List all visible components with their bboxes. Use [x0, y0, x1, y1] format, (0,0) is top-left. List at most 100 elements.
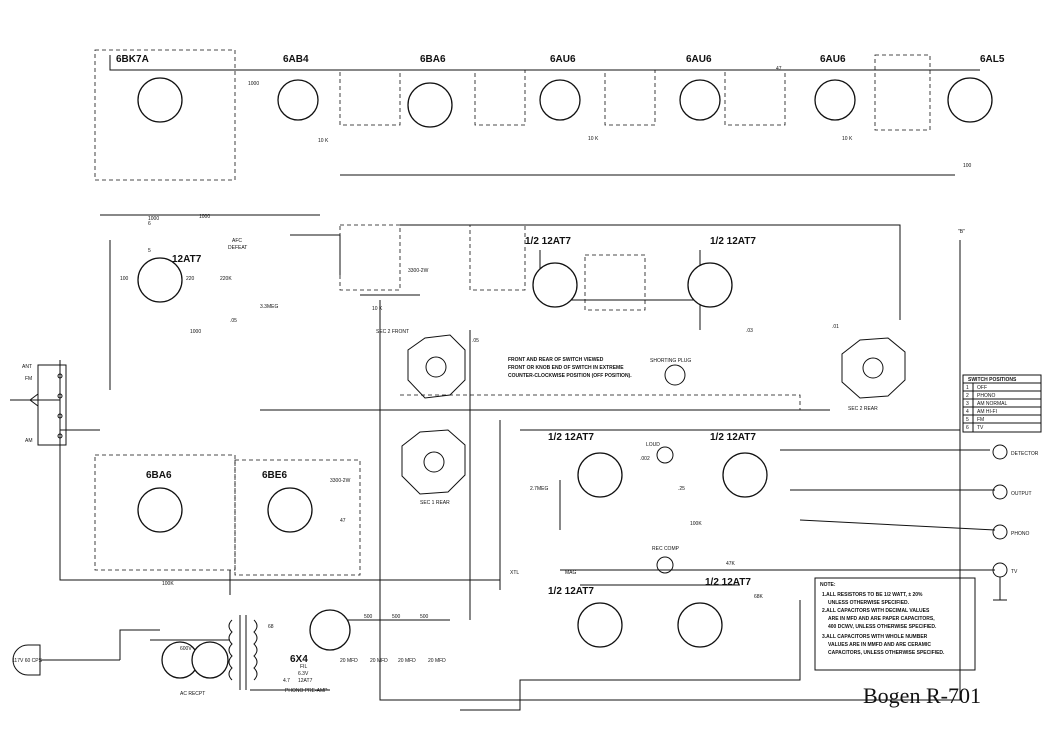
svg-text:CAPACITORS, UNLESS OTHERWISE S: CAPACITORS, UNLESS OTHERWISE SPECIFIED.	[828, 650, 945, 656]
svg-text:SEC 2 FRONT: SEC 2 FRONT	[376, 329, 409, 335]
antenna-terminal	[29, 364, 67, 446]
svg-text:5: 5	[148, 248, 151, 254]
misc-labels: ANT FM AM AFC DEFEAT "B" SEC 2 FRONT SEC…	[12, 229, 965, 697]
tube-12at7-b	[687, 262, 733, 308]
svg-text:COUNTER-CLOCKWISE POSITION (OF: COUNTER-CLOCKWISE POSITION (OFF POSITION…	[508, 373, 632, 379]
label-6be6: 6BE6	[262, 470, 287, 481]
tube-rectifier-b	[191, 641, 229, 679]
label-6ab4: 6AB4	[283, 54, 309, 65]
svg-text:20 MFD: 20 MFD	[398, 658, 416, 664]
tube-6au6-1	[539, 79, 581, 121]
svg-text:4: 4	[966, 409, 969, 415]
svg-text:2: 2	[966, 393, 969, 399]
svg-text:100: 100	[120, 276, 129, 282]
svg-text:1: 1	[966, 385, 969, 391]
tube-12at7-c	[577, 452, 623, 498]
svg-text:.03: .03	[746, 328, 753, 334]
tube-6au6-2	[679, 79, 721, 121]
svg-text:FIL: FIL	[300, 664, 307, 670]
svg-text:400 DCWV, UNLESS OTHERWISE SPE: 400 DCWV, UNLESS OTHERWISE SPECIFIED.	[828, 624, 937, 630]
svg-text:3300-2W: 3300-2W	[330, 478, 351, 484]
svg-text:20 MFD: 20 MFD	[340, 658, 358, 664]
svg-text:20 MFD: 20 MFD	[370, 658, 388, 664]
svg-text:47: 47	[776, 66, 782, 72]
svg-text:.01: .01	[832, 324, 839, 330]
tube-12at7-e	[577, 602, 623, 648]
label-6au6-3: 6AU6	[820, 54, 846, 65]
svg-text:FM: FM	[977, 417, 984, 423]
svg-text:220K: 220K	[220, 276, 232, 282]
tube-6ba6-if	[407, 82, 453, 128]
svg-text:1000: 1000	[190, 329, 201, 335]
svg-text:XTL: XTL	[510, 570, 519, 576]
svg-text:500: 500	[364, 614, 373, 620]
tube-12at7-osc	[137, 257, 183, 303]
label-half-12at7-e: 1/2 12AT7	[548, 586, 594, 597]
svg-text:OFF: OFF	[977, 385, 987, 391]
tube-6x4	[309, 609, 351, 651]
switch-sec2-front	[407, 334, 466, 399]
svg-text:MAG: MAG	[565, 570, 577, 576]
svg-text:UNLESS OTHERWISE SPECIFIED.: UNLESS OTHERWISE SPECIFIED.	[828, 600, 910, 606]
tube-6au6-3	[814, 79, 856, 121]
tube-6ab4	[277, 79, 319, 121]
svg-text:10 K: 10 K	[842, 136, 853, 142]
jack-output	[992, 484, 1008, 500]
label-output: OUTPUT	[1011, 491, 1032, 497]
svg-text:2.ALL CAPACITORS WITH DECIMAL: 2.ALL CAPACITORS WITH DECIMAL VALUES	[822, 608, 930, 614]
svg-text:1000: 1000	[248, 81, 259, 87]
label-tv: TV	[1011, 569, 1018, 575]
svg-text:68K: 68K	[754, 594, 764, 600]
svg-text:68: 68	[268, 624, 274, 630]
svg-text:SHORTING PLUG: SHORTING PLUG	[650, 358, 691, 364]
label-6al5: 6AL5	[980, 54, 1005, 65]
label-6ba6-if: 6BA6	[420, 54, 446, 65]
svg-text:PHONO PRE-AMP: PHONO PRE-AMP	[285, 688, 328, 694]
svg-text:117V 60 CPS: 117V 60 CPS	[12, 658, 43, 664]
svg-text:100K: 100K	[690, 521, 702, 527]
svg-text:500: 500	[392, 614, 401, 620]
tube-12at7-d	[722, 452, 768, 498]
svg-text:LOUD: LOUD	[646, 442, 660, 448]
svg-text:20 MFD: 20 MFD	[428, 658, 446, 664]
svg-text:47: 47	[340, 518, 346, 524]
svg-text:1.ALL RESISTORS TO BE 1/2 WATT: 1.ALL RESISTORS TO BE 1/2 WATT, ± 20%	[822, 592, 923, 598]
label-6au6-1: 6AU6	[550, 54, 576, 65]
svg-text:5: 5	[966, 417, 969, 423]
svg-text:ANT: ANT	[22, 364, 32, 370]
label-half-12at7-b: 1/2 12AT7	[710, 236, 756, 247]
tubes	[137, 77, 993, 679]
svg-text:220: 220	[186, 276, 195, 282]
svg-text:"B": "B"	[958, 229, 965, 235]
svg-text:10 K: 10 K	[372, 306, 383, 312]
svg-text:ARE IN MFD AND ARE PAPER CAPAC: ARE IN MFD AND ARE PAPER CAPACITORS,	[828, 616, 935, 622]
label-half-12at7-f: 1/2 12AT7	[705, 577, 751, 588]
svg-text:FRONT AND REAR OF SWITCH VIEWE: FRONT AND REAR OF SWITCH VIEWED	[508, 357, 604, 363]
shorting-plug-socket	[664, 364, 686, 386]
power-transformer	[228, 615, 258, 690]
label-half-12at7-d: 1/2 12AT7	[710, 432, 756, 443]
tube-6be6	[267, 487, 313, 533]
svg-text:500: 500	[420, 614, 429, 620]
svg-text:1000: 1000	[148, 216, 159, 222]
svg-text:6: 6	[966, 425, 969, 431]
svg-text:.002: .002	[640, 456, 650, 462]
svg-text:FM: FM	[25, 376, 32, 382]
label-half-12at7-a: 1/2 12AT7	[525, 236, 571, 247]
svg-text:3.3MEG: 3.3MEG	[260, 304, 278, 310]
svg-text:FRONT OR KNOB END OF SWITCH IN: FRONT OR KNOB END OF SWITCH IN EXTREME	[508, 365, 624, 371]
jack-detector	[992, 444, 1008, 460]
svg-text:600V: 600V	[180, 646, 192, 652]
label-6au6-2: 6AU6	[686, 54, 712, 65]
svg-text:100: 100	[963, 163, 972, 169]
svg-text:1000: 1000	[199, 214, 210, 220]
svg-text:100K: 100K	[162, 581, 174, 587]
rec-comp-control	[656, 556, 674, 574]
svg-text:3.ALL CAPACITORS WITH WHOLE NU: 3.ALL CAPACITORS WITH WHOLE NUMBER	[822, 634, 928, 640]
svg-text:VALUES ARE IN MMFD AND ARE CER: VALUES ARE IN MMFD AND ARE CERAMIC	[828, 642, 931, 648]
diagram-title: Bogen R-701	[863, 683, 981, 708]
shield-outlines	[94, 49, 931, 576]
label-detector: DETECTOR	[1011, 451, 1039, 457]
svg-text:47K: 47K	[726, 561, 736, 567]
switch-sec2-rear	[841, 337, 906, 399]
